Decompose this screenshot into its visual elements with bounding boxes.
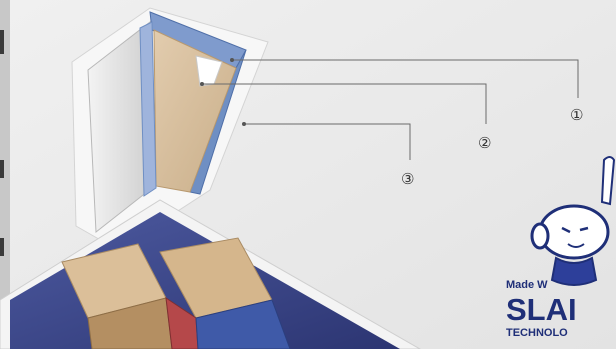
leader-dot-1	[230, 58, 234, 62]
mascot-head	[540, 206, 608, 258]
left-edge-dash-2	[0, 160, 4, 178]
mascot-body	[552, 258, 596, 285]
logo-line-1: Made W	[506, 279, 548, 291]
logo-line-2: SLAI	[506, 292, 577, 327]
callout-3: ③	[401, 170, 414, 188]
left-edge-dash-1	[0, 30, 4, 54]
logo-line-3: TECHNOLO	[506, 327, 568, 339]
leader-dot-3	[242, 122, 246, 126]
left-edge-dash-3	[0, 238, 4, 256]
leader-dot-2	[200, 82, 204, 86]
callout-2: ②	[478, 134, 491, 152]
callout-1: ①	[570, 106, 583, 124]
mascot-ear	[532, 224, 548, 248]
